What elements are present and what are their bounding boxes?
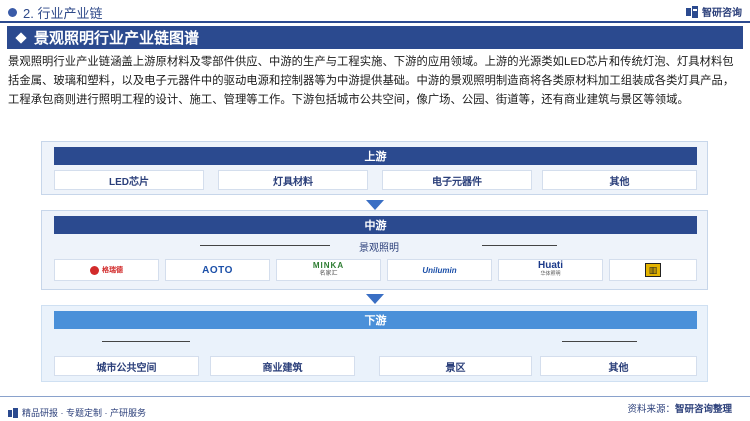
upstream-item: 电子元器件 xyxy=(382,170,532,190)
brand: 智研咨询 xyxy=(686,4,742,19)
midstream-logo: 格瑞德 xyxy=(54,259,159,281)
downstream-panel: 下游 城市公共空间 商业建筑 景区 其他 xyxy=(41,305,708,382)
bullet-dot-icon xyxy=(8,8,17,17)
page-title: 景观照明行业产业链图谱 xyxy=(34,30,200,47)
section-title: 2. 行业产业链 xyxy=(8,3,102,22)
footer-divider xyxy=(0,396,750,397)
midstream-panel: 中游 景观照明 格瑞德 AOTO MINKA 名家汇 Unilumin Huat… xyxy=(41,210,708,290)
liangdian-logo-icon: ▥ xyxy=(645,263,661,277)
footer-tagline-text: 精品研报 · 专题定制 · 产研服务 xyxy=(22,408,146,418)
midstream-logo: AOTO xyxy=(165,259,270,281)
brand-mark-icon xyxy=(8,407,18,418)
downstream-item-label: 其他 xyxy=(608,362,629,374)
description-text: 景观照明行业产业链涵盖上游原材料及零部件供应、中游的生产与工程实施、下游的应用领… xyxy=(8,56,735,106)
logo-subtext: 华体照明 xyxy=(540,271,561,277)
upstream-item: 灯具材料 xyxy=(218,170,368,190)
footer-tagline: 精品研报 · 专题定制 · 产研服务 xyxy=(8,406,146,419)
upstream-item-label: LED芯片 xyxy=(109,176,149,188)
midstream-header-label: 中游 xyxy=(364,220,387,232)
upstream-header-label: 上游 xyxy=(364,151,387,163)
upstream-item: LED芯片 xyxy=(54,170,204,190)
midstream-sub-line-left xyxy=(200,245,330,246)
footer-source-name: 智研咨询整理 xyxy=(674,404,732,415)
upstream-item-label: 电子元器件 xyxy=(432,176,482,188)
aoto-logo-icon: AOTO xyxy=(202,264,233,276)
downstream-sub-line-left xyxy=(102,341,190,342)
downstream-item: 其他 xyxy=(540,356,697,376)
midstream-sub-label-text: 景观照明 xyxy=(359,243,399,254)
midstream-header: 中游 xyxy=(54,216,697,234)
downstream-item: 景区 xyxy=(379,356,532,376)
midstream-logo: MINKA 名家汇 xyxy=(276,259,381,281)
downstream-item: 商业建筑 xyxy=(210,356,355,376)
gejia-logo-icon xyxy=(90,265,99,275)
downstream-item-label: 城市公共空间 xyxy=(96,362,157,374)
unilumin-logo-icon: Unilumin xyxy=(422,265,457,275)
midstream-logo: Huati 华体照明 xyxy=(498,259,603,281)
minka-logo-icon: MINKA xyxy=(312,261,345,270)
title-bar: 景观照明行业产业链图谱 xyxy=(7,26,743,49)
logo-text: 格瑞德 xyxy=(102,267,123,274)
down-arrow-icon xyxy=(366,294,384,304)
footer-source-prefix: 资料来源： xyxy=(627,404,675,415)
down-arrow-icon xyxy=(366,200,384,210)
logo-subtext: 名家汇 xyxy=(319,271,338,277)
downstream-header-label: 下游 xyxy=(364,315,387,327)
header-divider xyxy=(0,21,750,23)
footer-source: 资料来源：智研咨询整理 xyxy=(627,401,732,415)
midstream-sub-line-right xyxy=(482,245,557,246)
top-header: 2. 行业产业链 智研咨询 xyxy=(0,0,750,22)
upstream-item-label: 其他 xyxy=(609,176,630,188)
section-title-text: 2. 行业产业链 xyxy=(23,6,103,21)
upstream-header: 上游 xyxy=(54,147,697,165)
brand-name: 智研咨询 xyxy=(702,8,742,19)
upstream-item: 其他 xyxy=(542,170,697,190)
upstream-panel: 上游 LED芯片 灯具材料 电子元器件 其他 xyxy=(41,141,708,195)
midstream-sub-label: 景观照明 xyxy=(359,239,399,254)
downstream-header: 下游 xyxy=(54,311,697,329)
diamond-icon xyxy=(15,31,27,44)
downstream-item-label: 商业建筑 xyxy=(262,362,303,374)
downstream-item: 城市公共空间 xyxy=(54,356,199,376)
huati-logo-icon: Huati xyxy=(538,260,563,271)
downstream-sub-line-right xyxy=(562,341,637,342)
brand-logo-icon xyxy=(686,5,698,18)
midstream-logo: ▥ xyxy=(609,259,697,281)
downstream-item-label: 景区 xyxy=(445,362,466,374)
upstream-item-label: 灯具材料 xyxy=(273,176,313,188)
midstream-logo: Unilumin xyxy=(387,259,492,281)
